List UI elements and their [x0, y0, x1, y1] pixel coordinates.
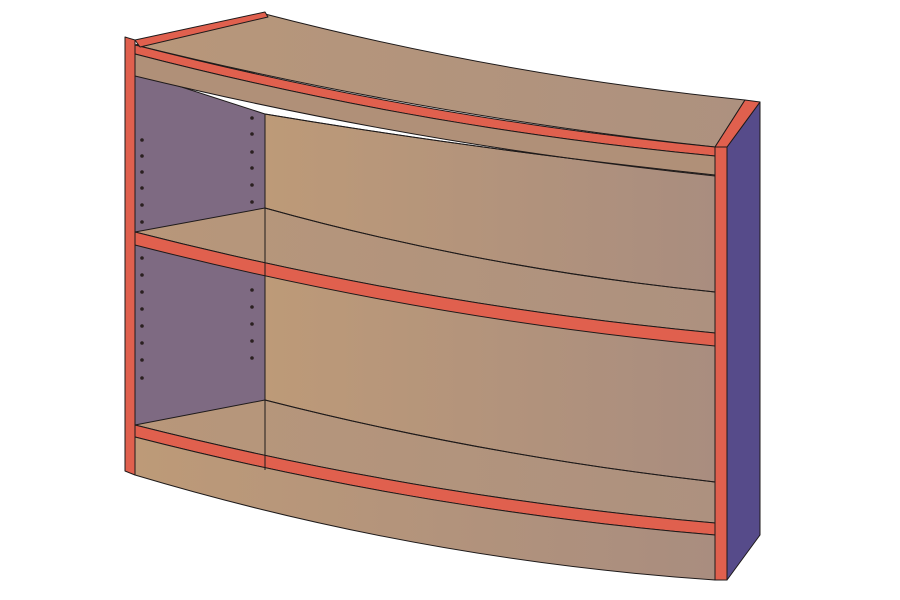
middle-shelf-back-line: [264, 207, 716, 293]
right-front-edge: [714, 146, 728, 581]
top-back-edge-band: [134, 11, 269, 48]
left-front-edge: [124, 36, 136, 476]
right-side-panel: [726, 101, 761, 581]
front-peg-holes: [140, 138, 144, 380]
bottom-shelf-back-line: [264, 399, 716, 483]
back-peg-holes: [250, 116, 254, 360]
top-inner-line: [264, 113, 716, 176]
